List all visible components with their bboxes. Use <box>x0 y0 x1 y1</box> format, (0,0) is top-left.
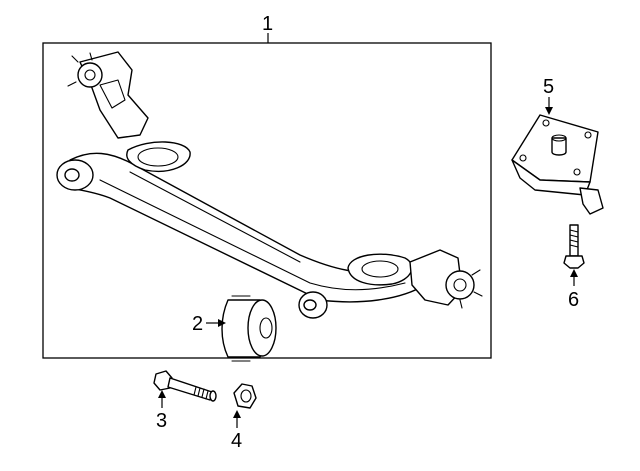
right-stud-1 <box>471 269 481 276</box>
callout-2-label: 2 <box>192 313 203 335</box>
callout-2-arrowhead <box>218 319 226 327</box>
right-spring-seat-ring <box>361 260 399 278</box>
callout-6-arrowhead <box>570 269 578 277</box>
right-hub-center <box>453 278 467 292</box>
callout-4-label: 4 <box>231 430 242 452</box>
bolt-threads <box>193 386 209 400</box>
callout-5-arrowhead <box>545 107 553 115</box>
callout-3-arrowhead <box>158 390 166 398</box>
callout-3-label: 3 <box>156 410 167 432</box>
right-stud-2 <box>473 291 483 297</box>
bracket-bolt-head <box>563 255 585 269</box>
bushing-bore <box>259 317 273 339</box>
bracket-stud-top <box>551 134 567 142</box>
callout-1-label: 1 <box>262 13 273 35</box>
nut-body <box>233 383 257 409</box>
axle-beam-edge-upper <box>129 171 301 263</box>
assembly-frame <box>42 42 492 359</box>
callout-6-label: 6 <box>568 289 579 311</box>
bracket-bolt[interactable] <box>563 224 585 269</box>
right-stud-3 <box>459 299 463 309</box>
bracket-tab <box>579 187 604 215</box>
bracket-hole-1 <box>542 119 550 127</box>
bushing-flange <box>231 295 251 362</box>
axle-beam-edge <box>99 179 406 291</box>
nut-bore <box>240 389 252 403</box>
bolt-tip <box>209 390 217 402</box>
left-spring-seat-ring <box>137 147 179 167</box>
bushing-face <box>247 299 277 357</box>
left-stud-1 <box>71 55 79 63</box>
bushing[interactable] <box>221 295 277 362</box>
left-hub-center <box>84 69 96 81</box>
left-stud-2 <box>67 81 77 87</box>
left-knuckle-detail <box>99 79 126 109</box>
bracket-bolt-threads <box>569 229 579 248</box>
callout-5-label: 5 <box>543 76 554 98</box>
left-hub <box>77 62 103 88</box>
rear-axle-beam[interactable] <box>56 51 483 319</box>
right-spring-seat <box>347 253 413 286</box>
bolt[interactable] <box>153 370 217 402</box>
nut[interactable] <box>233 383 257 409</box>
bolt-shank <box>167 377 213 401</box>
callout-4-arrowhead <box>233 410 241 418</box>
left-bushing-eye-inner <box>64 168 80 182</box>
bracket-stud <box>551 137 567 156</box>
right-hub <box>445 270 475 300</box>
left-spring-seat <box>126 141 191 172</box>
bracket-hole-2 <box>584 131 592 139</box>
mounting-bracket[interactable] <box>511 114 604 215</box>
right-bushing-eye-inner <box>303 299 317 311</box>
bracket-hole-3 <box>519 154 527 162</box>
bracket-hole-4 <box>573 168 581 176</box>
left-stud-3 <box>89 52 93 61</box>
